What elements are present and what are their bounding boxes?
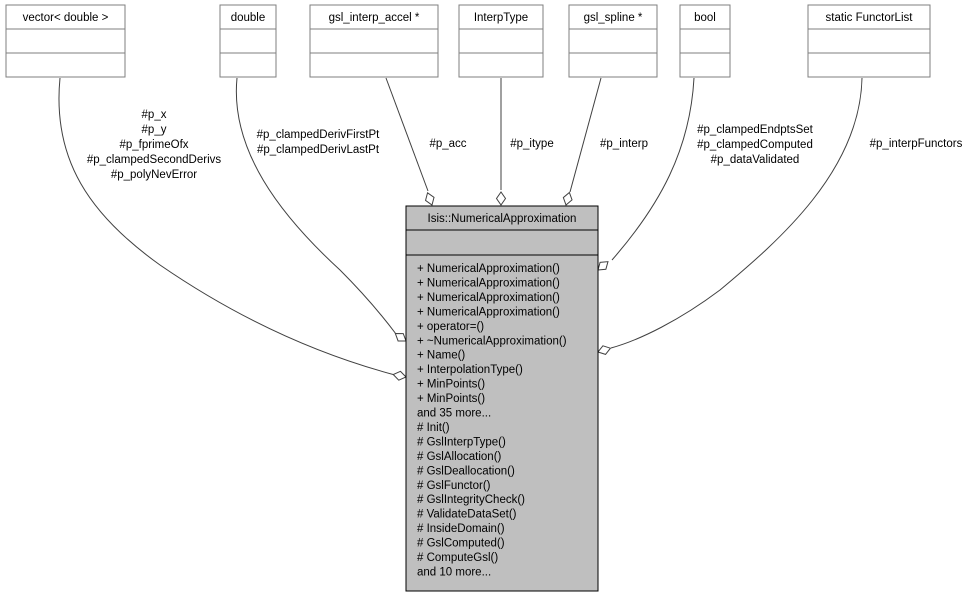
public-method: + operator=() xyxy=(417,321,484,333)
class-name-double: double xyxy=(231,12,266,24)
aggregation-diamond-icon xyxy=(394,333,407,342)
class-name-functorlist: static FunctorList xyxy=(826,12,914,24)
member-variable-label: #p_clampedSecondDerivs xyxy=(87,154,221,166)
edge-label-accel: #p_acc xyxy=(429,138,466,150)
association-line xyxy=(610,77,863,349)
aggregation-diamond-icon xyxy=(597,261,609,271)
protected-method: # Init() xyxy=(417,422,450,434)
edge-label-double: #p_clampedDerivFirstPt #p_clampedDerivLas… xyxy=(257,129,381,156)
association-line xyxy=(611,77,695,261)
member-variable-label: #p_y xyxy=(142,124,167,136)
edge-double xyxy=(235,77,407,342)
class-box-functorlist[interactable]: static FunctorList xyxy=(807,4,931,78)
class-box-accel[interactable]: gsl_interp_accel * xyxy=(309,4,439,78)
protected-method: # InsideDomain() xyxy=(417,523,505,535)
class-box-frame xyxy=(458,4,544,78)
member-variable-label: #p_dataValidated xyxy=(711,154,800,166)
member-variable-label: #p_clampedDerivLastPt xyxy=(257,144,380,156)
class-name-accel: gsl_interp_accel * xyxy=(329,12,420,24)
class-box-bool[interactable]: bool xyxy=(679,4,731,78)
class-box-frame xyxy=(5,4,126,78)
protected-method: and 10 more... xyxy=(417,566,491,578)
member-variable-label: #p_interp xyxy=(600,138,648,150)
edge-bool xyxy=(597,77,695,271)
protected-method: # ComputeGsl() xyxy=(417,552,498,564)
aggregation-diamond-icon xyxy=(597,345,612,355)
class-box-frame xyxy=(219,4,277,78)
edge-spline xyxy=(562,77,602,206)
public-method: + Name() xyxy=(417,350,465,362)
class-box-frame xyxy=(568,4,658,78)
public-method: + MinPoints() xyxy=(417,393,485,405)
edge-label-spline: #p_interp xyxy=(600,138,648,150)
association-line xyxy=(58,77,396,376)
member-variable-label: #p_clampedEndptsSet xyxy=(697,124,814,136)
edge-label-functorlist: #p_interpFunctors xyxy=(870,138,963,150)
class-box-frame xyxy=(679,4,731,78)
public-method: + NumericalApproximation() xyxy=(417,292,560,304)
class-name-vector: vector< double > xyxy=(23,12,109,24)
edge-accel xyxy=(385,77,435,206)
edge-label-bool: #p_clampedEndptsSet #p_clampedComputed #p_… xyxy=(697,124,814,166)
class-name-itype: InterpType xyxy=(474,12,528,24)
member-variable-label: #p_clampedDerivFirstPt xyxy=(257,129,381,141)
member-variable-label: #p_interpFunctors xyxy=(870,138,963,150)
public-method: + NumericalApproximation() xyxy=(417,306,560,318)
association-line xyxy=(569,77,602,193)
class-name-spline: gsl_spline * xyxy=(584,12,643,24)
public-method: + InterpolationType() xyxy=(417,364,523,376)
aggregation-diamond-icon xyxy=(424,191,435,206)
edge-vector xyxy=(58,77,407,381)
protected-method: # GslIntegrityCheck() xyxy=(417,494,525,506)
class-box-frame xyxy=(309,4,439,78)
edge-itype xyxy=(495,78,507,206)
public-method: + NumericalApproximation() xyxy=(417,263,560,275)
main-class-name: Isis::NumericalApproximation xyxy=(428,213,577,225)
protected-method: # GslFunctor() xyxy=(417,480,491,492)
association-line xyxy=(235,77,397,335)
protected-method: # GslDeallocation() xyxy=(417,465,515,477)
member-variable-label: #p_fprimeOfx xyxy=(119,139,188,151)
aggregation-diamond-icon xyxy=(562,191,573,206)
edge-functorlist xyxy=(597,77,863,355)
edge-label-itype: #p_itype xyxy=(510,138,553,150)
protected-method: # GslInterpType() xyxy=(417,436,506,448)
association-line xyxy=(385,77,429,192)
public-method: + MinPoints() xyxy=(417,379,485,391)
protected-method: # GslAllocation() xyxy=(417,451,502,463)
aggregation-diamond-icon xyxy=(392,370,407,381)
edge-label-vector: #p_x #p_y #p_fprimeOfx #p_clampedSecondDeri… xyxy=(87,109,221,181)
public-method: + NumericalApproximation() xyxy=(417,277,560,289)
class-box-frame xyxy=(807,4,931,78)
member-variable-label: #p_polyNevError xyxy=(111,169,197,181)
class-box-spline[interactable]: gsl_spline * xyxy=(568,4,658,78)
main-class-box[interactable]: Isis::NumericalApproximation+ NumericalA… xyxy=(405,205,599,592)
public-method: and 35 more... xyxy=(417,408,491,420)
aggregation-diamond-icon xyxy=(495,191,507,206)
protected-method: # GslComputed() xyxy=(417,538,505,550)
class-name-bool: bool xyxy=(694,12,716,24)
class-box-itype[interactable]: InterpType xyxy=(458,4,544,78)
member-variable-label: #p_clampedComputed xyxy=(697,139,813,151)
class-box-double[interactable]: double xyxy=(219,4,277,78)
member-variable-label: #p_x xyxy=(142,109,167,121)
main-class-frame xyxy=(405,205,599,592)
protected-method: # ValidateDataSet() xyxy=(417,509,517,521)
class-box-vector[interactable]: vector< double > xyxy=(5,4,126,78)
member-variable-label: #p_acc xyxy=(429,138,466,150)
member-variable-label: #p_itype xyxy=(510,138,553,150)
public-method: + ~NumericalApproximation() xyxy=(417,335,567,347)
